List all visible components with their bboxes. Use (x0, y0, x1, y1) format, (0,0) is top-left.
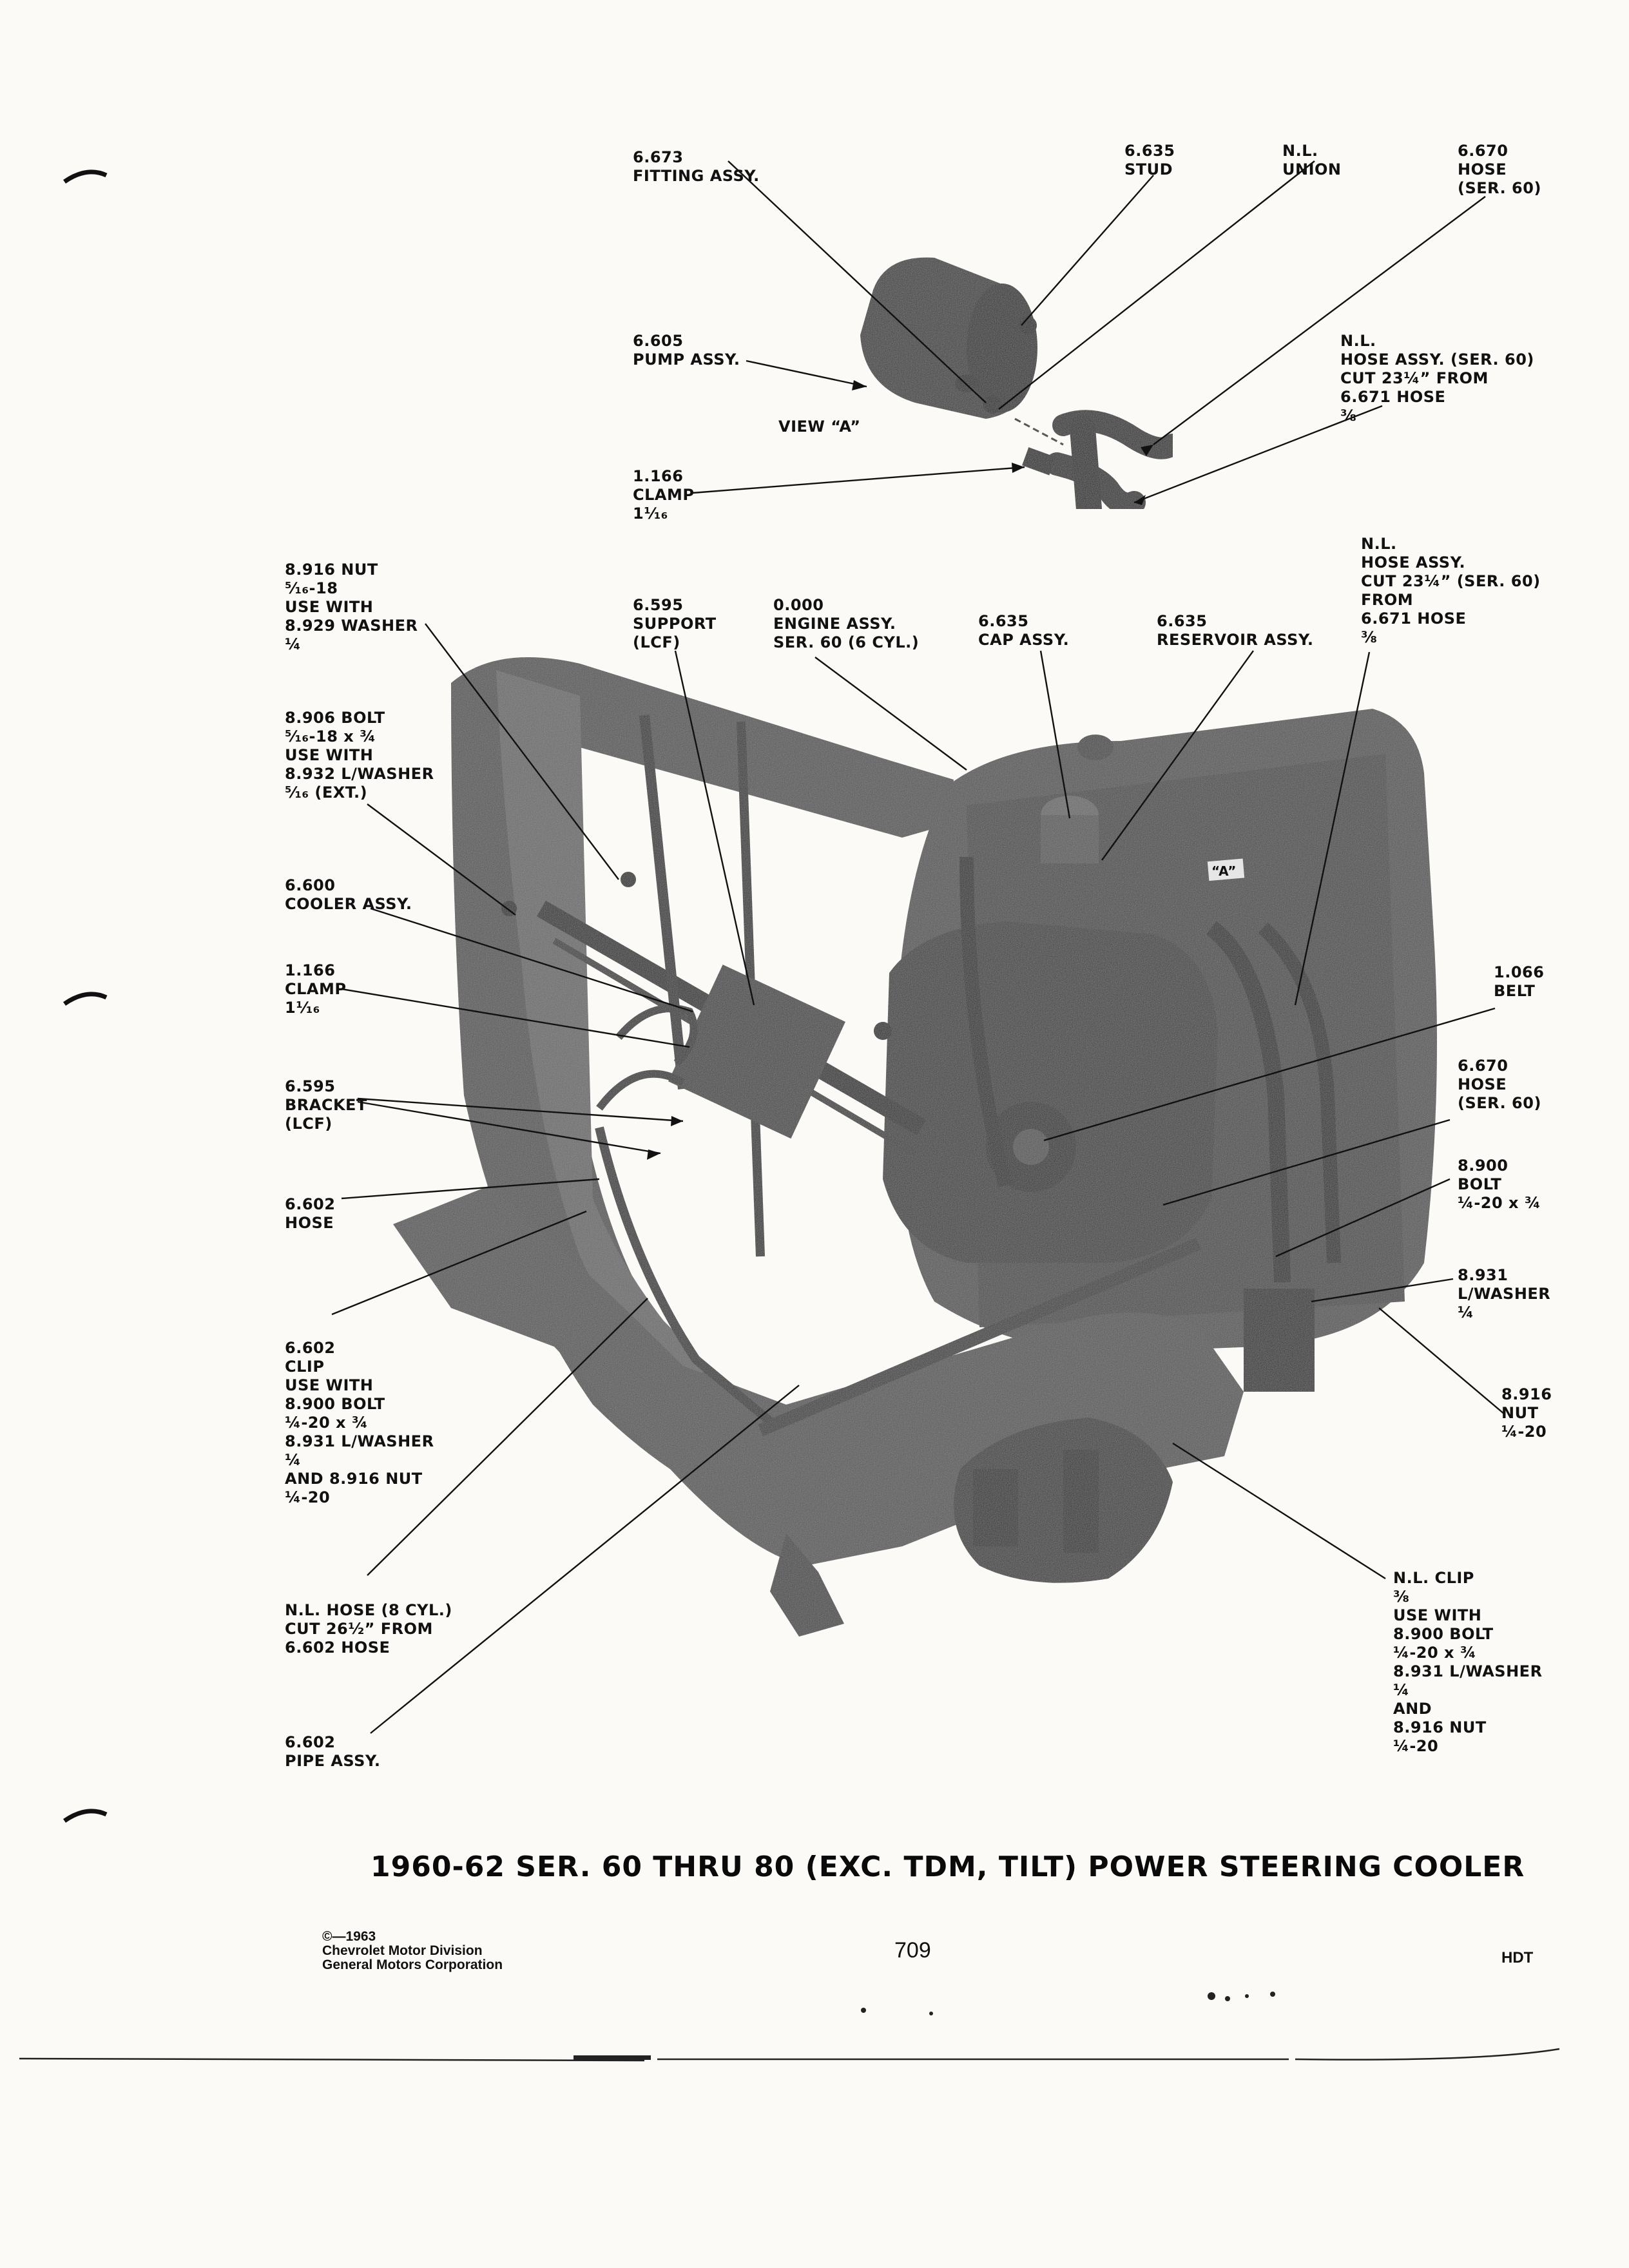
cooler-assembly (393, 657, 1437, 1637)
binder-mark (63, 169, 108, 184)
scan-specks (861, 1992, 1275, 2015)
view-a-pump (860, 257, 1184, 522)
page-number: 709 (894, 1938, 931, 1963)
binder-mark (63, 1809, 108, 1823)
section-code: HDT (1501, 1949, 1534, 1966)
scan-smudge (574, 2055, 651, 2060)
callout-view-a: VIEW “A” (778, 418, 861, 436)
view-a-marker: “A” (1211, 863, 1237, 879)
leader-lines (331, 160, 1505, 1734)
bottom-rule (19, 2048, 1560, 2062)
callout-union: N.L.UNION (1282, 142, 1342, 178)
page-title: 1960-62 SER. 60 THRU 80 (EXC. TDM, TILT)… (371, 1850, 1525, 1883)
leader-arrowheads (647, 380, 1153, 1160)
binder-mark (63, 992, 108, 1006)
